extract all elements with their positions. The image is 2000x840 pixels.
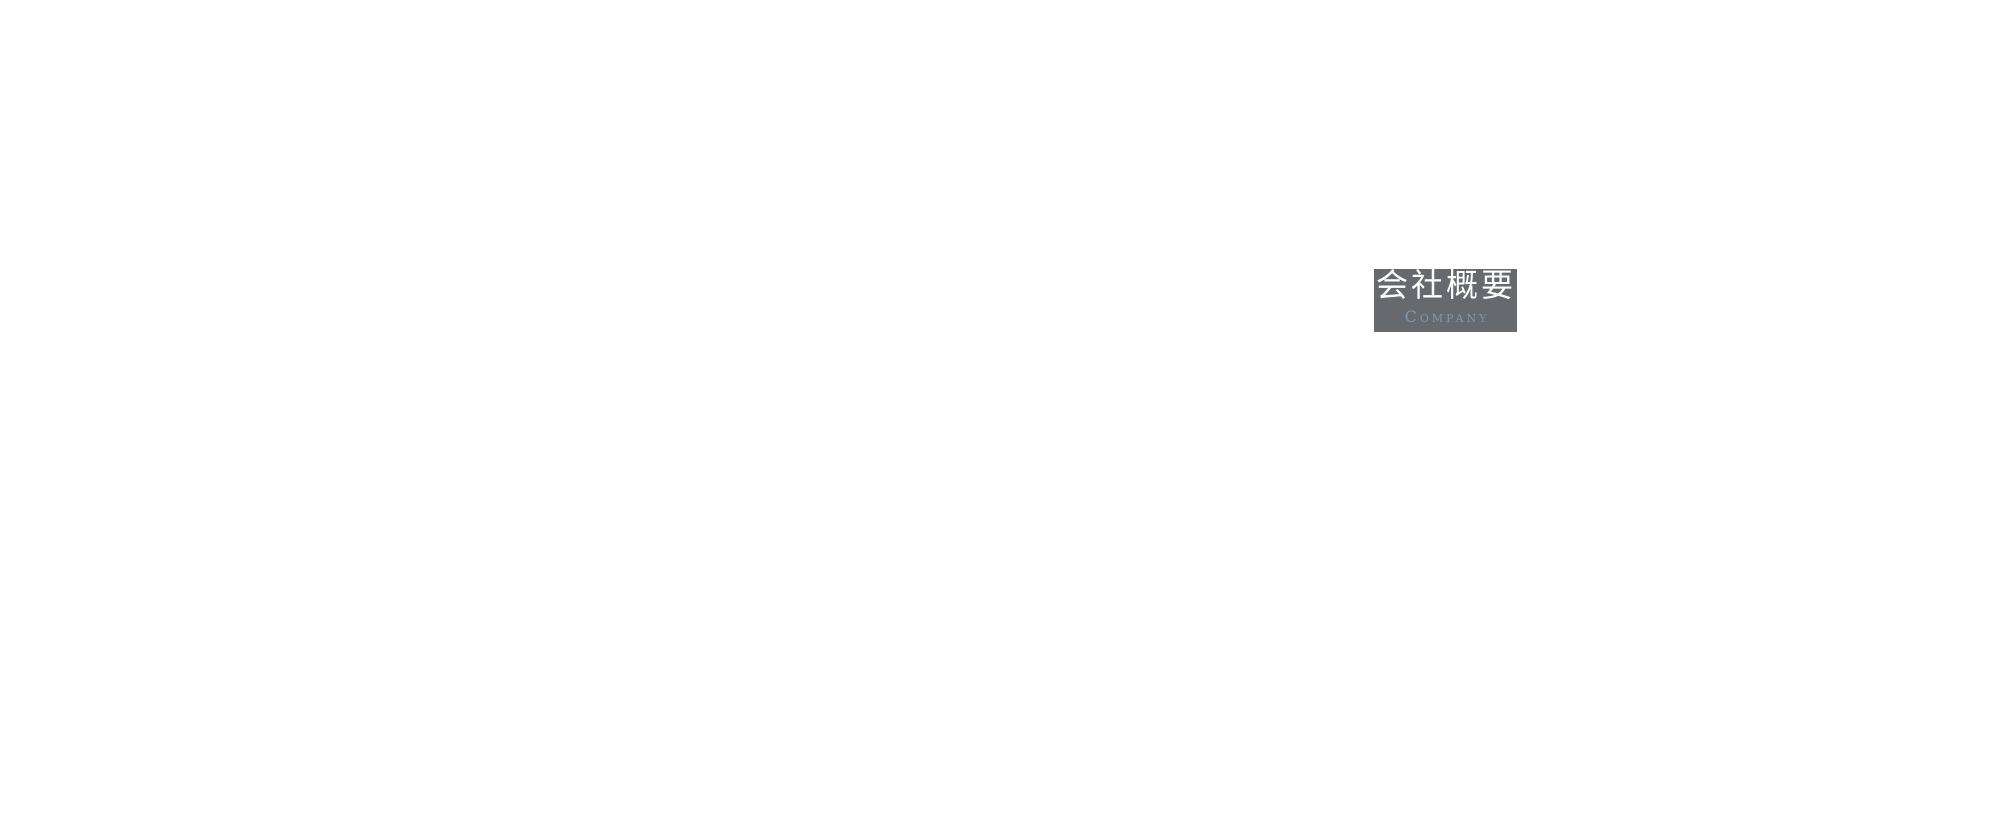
section-subtitle-english: Company: [1404, 307, 1490, 326]
section-title-japanese: 会社概要: [1375, 266, 1516, 304]
company-overview-header: 会社概要 Company: [1374, 269, 1517, 332]
